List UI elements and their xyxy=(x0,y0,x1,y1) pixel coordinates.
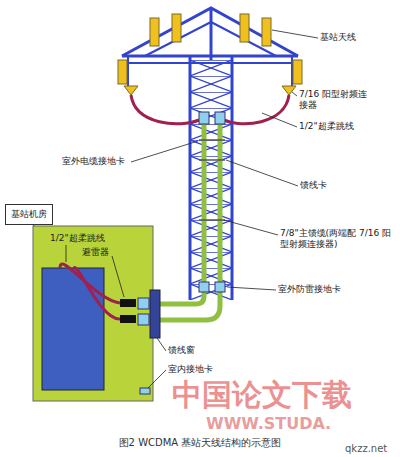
callout-label: 7/16 阳型射频连接器 xyxy=(299,89,373,112)
room-label-box: 基站机房 xyxy=(5,204,53,225)
ground-clamp xyxy=(199,282,209,292)
antenna-panel xyxy=(118,60,127,84)
indoor-ground-bar xyxy=(140,388,150,394)
watermark: 中国论文下载 xyxy=(172,376,352,414)
leader-line xyxy=(224,220,278,235)
node-text: 基站机房 xyxy=(11,209,47,220)
jumper-cable xyxy=(225,95,289,124)
feeder-clip xyxy=(199,139,225,141)
jumper-cable xyxy=(131,95,199,124)
leader-lines xyxy=(66,30,318,388)
antenna-frame xyxy=(128,62,292,64)
leader-line xyxy=(148,370,166,388)
tower-lattice xyxy=(190,60,232,300)
antenna-mast xyxy=(210,8,213,60)
rf-connector xyxy=(124,86,138,95)
feeder-clips xyxy=(199,140,225,220)
feeder-clip xyxy=(199,159,225,161)
callout-label: 室内接地卡 xyxy=(168,364,213,375)
surge-arrester xyxy=(120,299,136,307)
callout-label: 1/2"超柔跳线 xyxy=(50,233,105,244)
watermark: WWW.STUDA. xyxy=(206,414,331,434)
leader-line xyxy=(66,245,67,262)
watermark: qkzz.net xyxy=(345,443,387,456)
antenna-panel xyxy=(293,60,302,84)
callout-label: 馈线窗 xyxy=(168,345,195,356)
feeder-connector xyxy=(215,112,225,124)
tower-rail xyxy=(189,55,192,300)
rf-connector xyxy=(282,86,296,95)
callout-label: 基站天线 xyxy=(320,32,356,43)
ground-clamp xyxy=(215,282,225,292)
callout-label: 室外电缆接地卡 xyxy=(62,156,125,167)
wall-connector xyxy=(138,298,149,309)
feeder-clip xyxy=(199,219,225,221)
leader-line xyxy=(226,160,298,186)
main-feeder xyxy=(160,124,220,320)
tower-rail xyxy=(231,55,234,300)
callout-label: 1/2"超柔跳线 xyxy=(299,121,354,132)
leader-line xyxy=(272,30,318,38)
antenna-panel xyxy=(262,18,271,46)
antenna-panel xyxy=(172,14,181,42)
callout-label: 7/8"主馈缆(两端配 7/16 阳型射频连接器) xyxy=(280,228,392,251)
leader-line xyxy=(157,338,166,351)
jumper-cable xyxy=(60,264,120,303)
wall-connector xyxy=(138,314,149,325)
leader-line xyxy=(262,113,297,127)
antenna-panel xyxy=(150,18,159,46)
leader-line xyxy=(112,256,124,297)
feeder-window xyxy=(150,290,160,338)
leader-line xyxy=(131,141,198,162)
callout-label: 馈线卡 xyxy=(300,180,327,191)
leader-line xyxy=(227,287,276,290)
surge-arrester xyxy=(120,315,136,323)
callout-label: 避雷器 xyxy=(82,247,109,258)
feeder-connector xyxy=(199,112,209,124)
jumper-cable xyxy=(74,268,120,319)
callout-label: 室外防雷接地卡 xyxy=(278,284,341,295)
equipment-room xyxy=(33,226,153,401)
base-station-cabinet xyxy=(42,268,104,390)
leader-line xyxy=(292,92,297,96)
figure-caption: 图2 WCDMA 基站天线结构的示意图 xyxy=(0,437,400,450)
antenna-panel xyxy=(240,14,249,42)
